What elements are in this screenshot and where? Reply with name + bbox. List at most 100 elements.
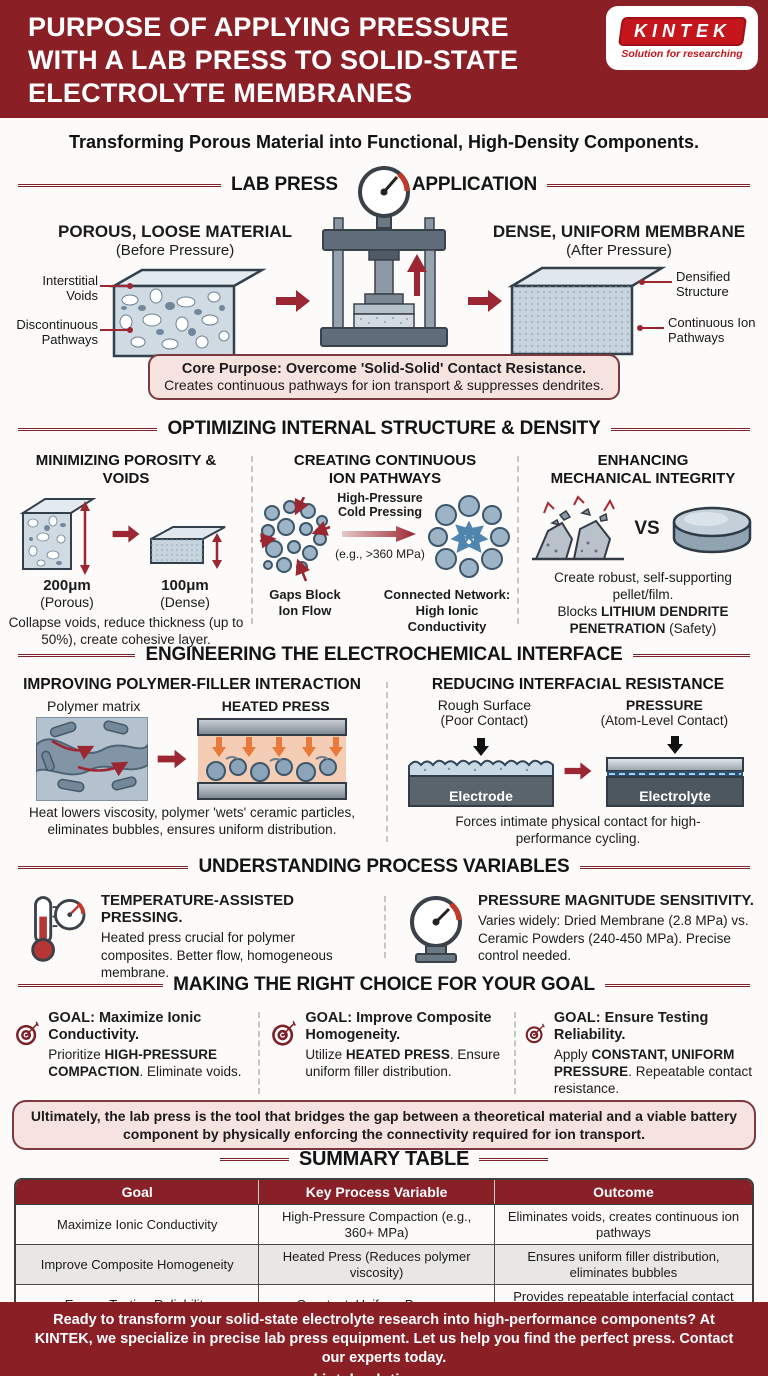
goal2-pre: Utilize bbox=[305, 1047, 346, 1063]
column-separator bbox=[258, 1012, 260, 1094]
cell-goal-1: Maximize Ionic Conductivity bbox=[16, 1204, 260, 1246]
core-purpose-bold: Core Purpose: Overcome 'Solid-Solid' Con… bbox=[181, 361, 587, 377]
goal-ionic-conductivity: GOAL: Maximize Ionic Conductivity. Prior… bbox=[14, 1010, 248, 1081]
gradient-arrow-icon bbox=[342, 526, 416, 543]
connected-network-icon bbox=[428, 495, 510, 579]
title-line-1: PURPOSE OF APPLYING PRESSURE bbox=[28, 12, 509, 42]
section1-title-right: APPLICATION bbox=[411, 174, 538, 195]
lab-press-illustration bbox=[320, 166, 448, 347]
label-interstitial-voids: Interstitial Voids bbox=[42, 273, 98, 303]
column-separator bbox=[517, 456, 519, 624]
col1-caption: Collapse voids, reduce thickness (up to … bbox=[8, 615, 244, 648]
porous-block-illustration bbox=[109, 268, 267, 358]
pressure-heading: PRESSURE MAGNITUDE SENSITIVITY. bbox=[478, 892, 754, 909]
goal1-heading: GOAL: Maximize Ionic Conductivity. bbox=[48, 1010, 202, 1044]
gapped-particles-icon bbox=[259, 497, 331, 582]
section-engineering-interface: ENGINEERING THE ELECTROCHEMICAL INTERFAC… bbox=[0, 642, 768, 852]
heated-press-icon bbox=[197, 718, 347, 801]
goal2-bold: HEATED PRESS bbox=[345, 1047, 450, 1063]
solid-pellet-icon bbox=[672, 507, 751, 554]
footer-website-link[interactable]: kinteksolution.com bbox=[26, 1372, 742, 1376]
section5-title: MAKING THE RIGHT CHOICE FOR YOUR GOAL bbox=[173, 974, 595, 995]
divider-rule bbox=[547, 183, 750, 187]
summary-title: SUMMARY TABLE bbox=[298, 1148, 470, 1170]
divider-rule bbox=[18, 865, 189, 869]
electrolyte-figure: Electrolyte bbox=[599, 732, 751, 810]
label-discontinuous-pathways: Discontinuous Pathways bbox=[16, 317, 98, 347]
goal1-body: Prioritize HIGH-PRESSURE COMPACTION. Eli… bbox=[48, 1047, 248, 1080]
col1-figure bbox=[8, 491, 244, 577]
section3-title: ENGINEERING THE ELECTROCHEMICAL INTERFAC… bbox=[145, 644, 623, 665]
pressure-label: PRESSURE bbox=[625, 697, 703, 714]
arrow-right-icon bbox=[112, 525, 140, 544]
electrode-figure: Electrode bbox=[405, 732, 557, 810]
temperature-body: Heated press crucial for polymer composi… bbox=[100, 930, 333, 981]
section2-header: OPTIMIZING INTERNAL STRUCTURE & DENSITY bbox=[0, 418, 768, 440]
col3-caption1: Create robust, self-supporting pellet/fi… bbox=[554, 570, 732, 603]
goal2-heading: GOAL: Improve Composite Homogeneity. bbox=[305, 1010, 492, 1044]
core-purpose-callout: Core Purpose: Overcome 'Solid-Solid' Con… bbox=[148, 354, 620, 400]
gaps-block-label: Gaps Block Ion Flow bbox=[269, 587, 341, 618]
dense-membrane-subtitle: (After Pressure) bbox=[566, 242, 672, 259]
atom-contact-label: (Atom-Level Contact) bbox=[600, 713, 729, 729]
col2-figure: High-Pressure Cold Pressing (e.g., >360 … bbox=[258, 491, 512, 585]
cell-variable-2: Heated Press (Reduces polymer viscosity) bbox=[258, 1244, 495, 1286]
label-100um: 100μm bbox=[161, 577, 209, 595]
cell-variable-1: High-Pressure Compaction (e.g., 360+ MPa… bbox=[258, 1204, 495, 1246]
rough-surface-icon bbox=[408, 737, 554, 807]
label-200um: 200μm bbox=[43, 577, 91, 595]
cell-outcome-1: Eliminates voids, creates continuous ion… bbox=[494, 1204, 752, 1246]
footer-banner: Ready to transform your solid-state elec… bbox=[0, 1302, 768, 1376]
section-lab-press-application: LAB PRESS APPLICATION bbox=[0, 166, 768, 412]
goal-homogeneity: GOAL: Improve Composite Homogeneity. Uti… bbox=[270, 1010, 502, 1081]
target-icon bbox=[272, 1021, 296, 1046]
section4-header: UNDERSTANDING PROCESS VARIABLES bbox=[0, 856, 768, 878]
caption2-post: (Safety) bbox=[665, 621, 717, 637]
atom-contact-icon bbox=[606, 735, 744, 807]
polymer-caption: Heat lowers viscosity, polymer 'wets' ce… bbox=[29, 805, 355, 838]
goal3-body: Apply CONSTANT, UNIFORM PRESSURE. Repeat… bbox=[554, 1047, 760, 1097]
goal3-pre: Apply bbox=[553, 1047, 592, 1063]
divider-rule bbox=[18, 427, 158, 431]
table-header-row: Goal Key Process Variable Outcome bbox=[16, 1180, 752, 1205]
heated-press-label: HEATED PRESS bbox=[221, 698, 330, 715]
rough-surface-label: Rough Surface bbox=[437, 697, 532, 714]
rough-surface-label-group: Rough Surface (Poor Contact) bbox=[398, 697, 571, 729]
goal1-bold: HIGH-PRESSURE COMPACTION bbox=[48, 1047, 217, 1079]
col3-caption2: Blocks LITHIUM DENDRITE PENETRATION (Saf… bbox=[524, 603, 762, 637]
poor-contact-label: (Poor Contact) bbox=[440, 713, 529, 729]
arrow-right-icon bbox=[276, 290, 310, 312]
cell-outcome-2: Ensures uniform filler distribution, eli… bbox=[494, 1244, 752, 1286]
thermometer-icon bbox=[31, 896, 86, 962]
porous-material-subtitle: (Before Pressure) bbox=[115, 242, 235, 259]
section4-title: UNDERSTANDING PROCESS VARIABLES bbox=[198, 856, 570, 877]
section1-title-left: LAB PRESS bbox=[230, 174, 338, 195]
cell-goal-2: Improve Composite Homogeneity bbox=[16, 1244, 260, 1286]
col3-figure: VS bbox=[524, 489, 762, 569]
label-continuous-ion-pathways: Continuous Ion Pathways bbox=[668, 315, 756, 345]
cold-pressing-label: High-Pressure Cold Pressing bbox=[337, 491, 423, 520]
pressure-body: Varies widely: Dried Membrane (2.8 MPa) … bbox=[478, 913, 749, 964]
section-process-variables: UNDERSTANDING PROCESS VARIABLES TEMPERAT… bbox=[0, 852, 768, 980]
interface-figure: Electrode Electrolyte bbox=[398, 729, 758, 813]
conclusion-callout: Ultimately, the lab press is the tool th… bbox=[12, 1100, 756, 1151]
interfacial-title: REDUCING INTERFACIAL RESISTANCE bbox=[431, 676, 725, 693]
column-separator bbox=[514, 1012, 516, 1094]
pressure-block: PRESSURE MAGNITUDE SENSITIVITY. Varies w… bbox=[408, 892, 760, 965]
goal2-text: GOAL: Improve Composite Homogeneity. Uti… bbox=[305, 1010, 502, 1081]
polymer-labels: Polymer matrix HEATED PRESS bbox=[10, 698, 374, 714]
goal2-body: Utilize HEATED PRESS. Ensure uniform fil… bbox=[305, 1047, 502, 1080]
divider-rule bbox=[610, 427, 751, 431]
divider-rule bbox=[18, 183, 221, 187]
temperature-heading: TEMPERATURE-ASSISTED PRESSING. bbox=[100, 892, 294, 926]
col2-title: CREATING CONTINUOUS ION PATHWAYS bbox=[293, 452, 477, 487]
pressure-gauge-icon bbox=[410, 896, 462, 963]
electrolyte-label: Electrolyte bbox=[639, 787, 711, 804]
divider-rule bbox=[18, 653, 136, 657]
kintek-logo-box: KINTEK bbox=[617, 16, 747, 46]
goal1-pre: Prioritize bbox=[48, 1047, 105, 1063]
vs-label: VS bbox=[634, 518, 660, 540]
temperature-block: TEMPERATURE-ASSISTED PRESSING. Heated pr… bbox=[26, 892, 366, 982]
goal-reliability: GOAL: Ensure Testing Reliability. Apply … bbox=[524, 1010, 760, 1097]
mpa-label: (e.g., >360 MPa) bbox=[335, 547, 425, 562]
